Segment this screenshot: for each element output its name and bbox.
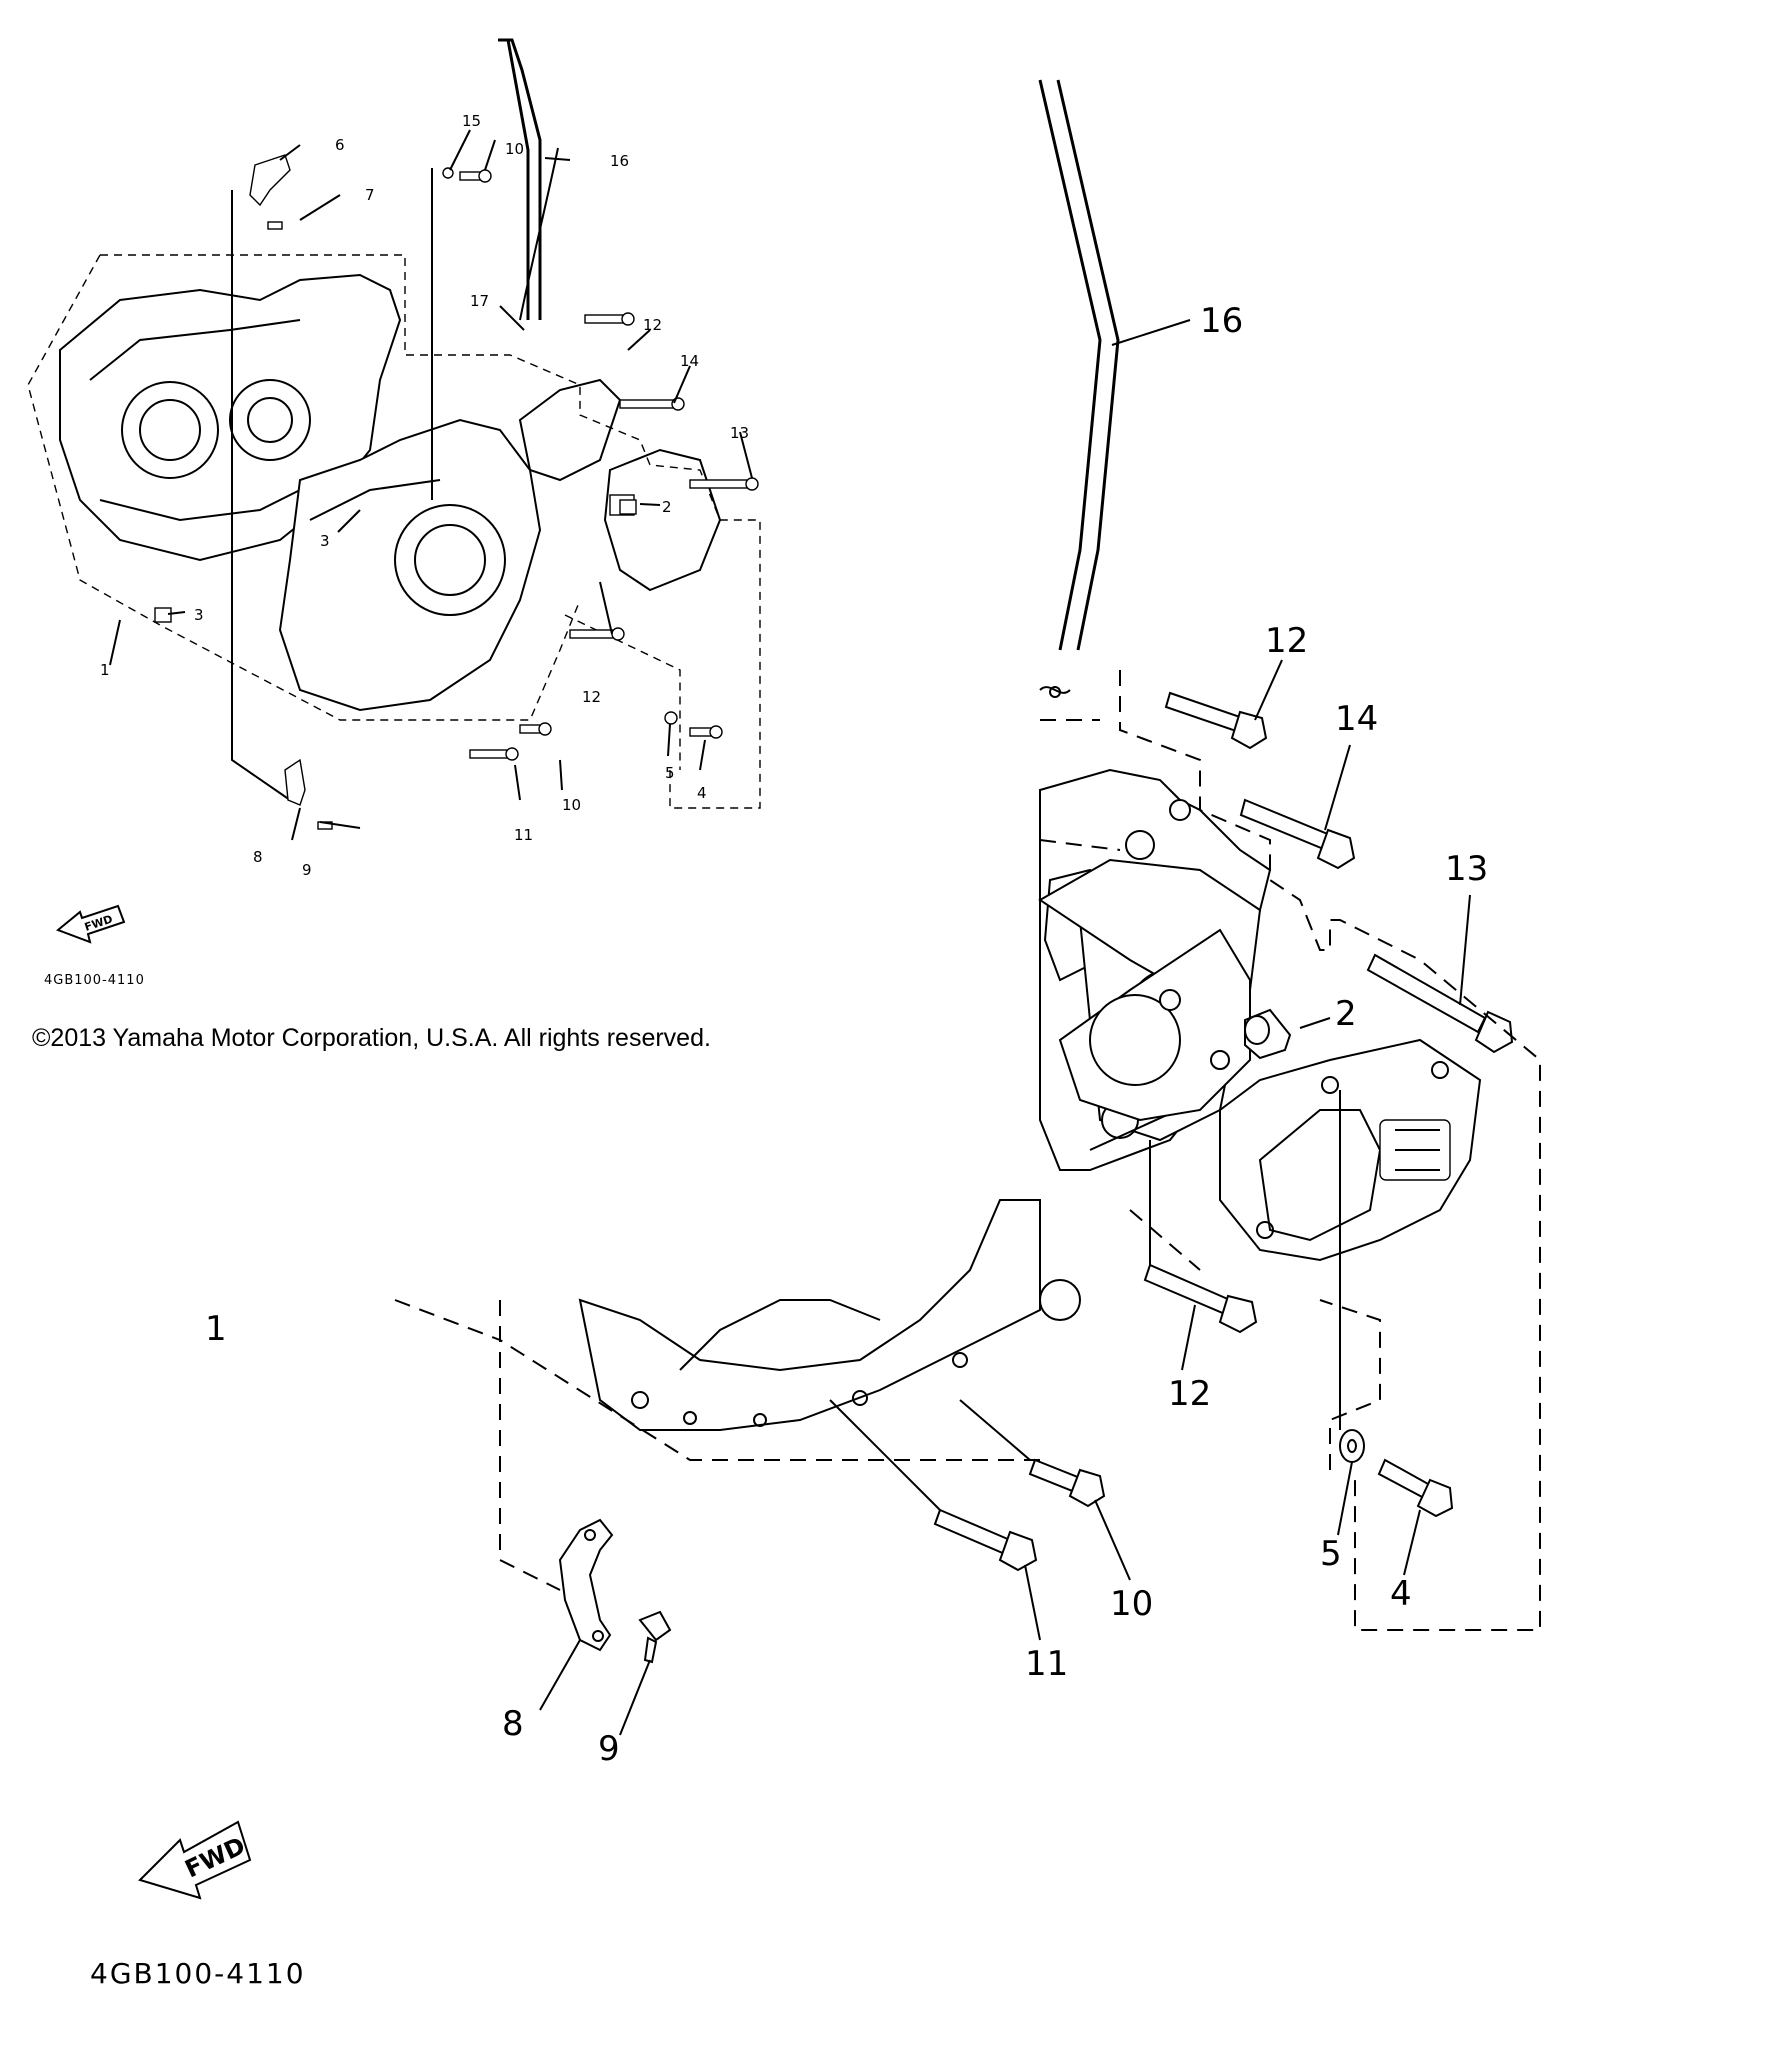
small-callout-8: 8 [253, 848, 263, 866]
pump-housing-large [1219, 1038, 1482, 1262]
callout-4: 4 [1390, 1574, 1412, 1614]
callout-5: 5 [1320, 1534, 1342, 1574]
small-callout-17: 17 [470, 292, 489, 310]
bolt-12-bottom [1143, 1263, 1258, 1371]
small-callout-11: 11 [514, 826, 533, 844]
small-callout-3-upper: 3 [320, 532, 330, 550]
bolt-4 [1377, 1458, 1454, 1576]
copyright-notice: ©2013 Yamaha Motor Corporation, U.S.A. A… [32, 1024, 711, 1052]
callout-1: 1 [205, 1309, 227, 1349]
detail-diagram: 16 12 14 13 2 1 12 5 4 10 11 8 9 FWD 4GB… [90, 79, 1541, 1990]
bolt-14 [1239, 744, 1356, 870]
callout-9: 9 [598, 1729, 620, 1769]
small-callout-14: 14 [680, 352, 699, 370]
washer-5 [1337, 1429, 1365, 1536]
overview-diagram: 6 7 15 10 16 17 12 14 13 2 3 3 1 12 10 1… [27, 38, 761, 988]
callout-16: 16 [1200, 301, 1243, 341]
bracket-8 [539, 1518, 614, 1711]
diagram-code-large: 4GB100-4110 [90, 1957, 306, 1990]
small-callout-6: 6 [335, 136, 345, 154]
small-callout-1: 1 [100, 661, 110, 679]
small-callout-12-bottom: 12 [582, 688, 601, 706]
small-callout-9: 9 [302, 861, 312, 879]
dowel-2 [1244, 1008, 1331, 1060]
bolt-13 [1366, 894, 1514, 1054]
small-callout-5: 5 [665, 764, 675, 782]
cylinder-block-large [1038, 858, 1262, 1122]
crankcase-right-small [278, 418, 542, 712]
callout-14: 14 [1335, 699, 1378, 739]
small-callout-10-top: 10 [505, 140, 524, 158]
small-callout-10-bottom: 10 [562, 796, 581, 814]
fwd-arrow-large: FWD [138, 1820, 252, 1900]
breather-hose-16 [1038, 79, 1191, 651]
callout-2: 2 [1335, 994, 1357, 1034]
small-callout-12-top: 12 [643, 316, 662, 334]
callout-10: 10 [1110, 1584, 1153, 1624]
callout-12-top: 12 [1265, 621, 1308, 661]
small-callout-15: 15 [462, 112, 481, 130]
bolt-12-top [1164, 659, 1283, 750]
callout-11: 11 [1025, 1644, 1068, 1684]
small-callout-3-lower: 3 [194, 606, 204, 624]
callout-12-bottom: 12 [1168, 1374, 1211, 1414]
diagram-code-small: 4GB100-4110 [44, 973, 145, 988]
bolt-11 [933, 1508, 1041, 1641]
fwd-arrow-small: FWD [56, 904, 126, 944]
crankcase-lower-fragment [578, 1199, 1081, 1431]
bolt-9 [619, 1610, 672, 1736]
small-callout-13: 13 [730, 424, 749, 442]
small-callout-4: 4 [697, 784, 707, 802]
callout-13: 13 [1445, 849, 1488, 889]
small-bolts [154, 167, 759, 830]
small-callout-16: 16 [610, 152, 629, 170]
small-callout-2: 2 [662, 498, 672, 516]
small-callout-7: 7 [365, 186, 375, 204]
callout-8: 8 [502, 1704, 524, 1744]
bolt-10 [1028, 1458, 1131, 1581]
